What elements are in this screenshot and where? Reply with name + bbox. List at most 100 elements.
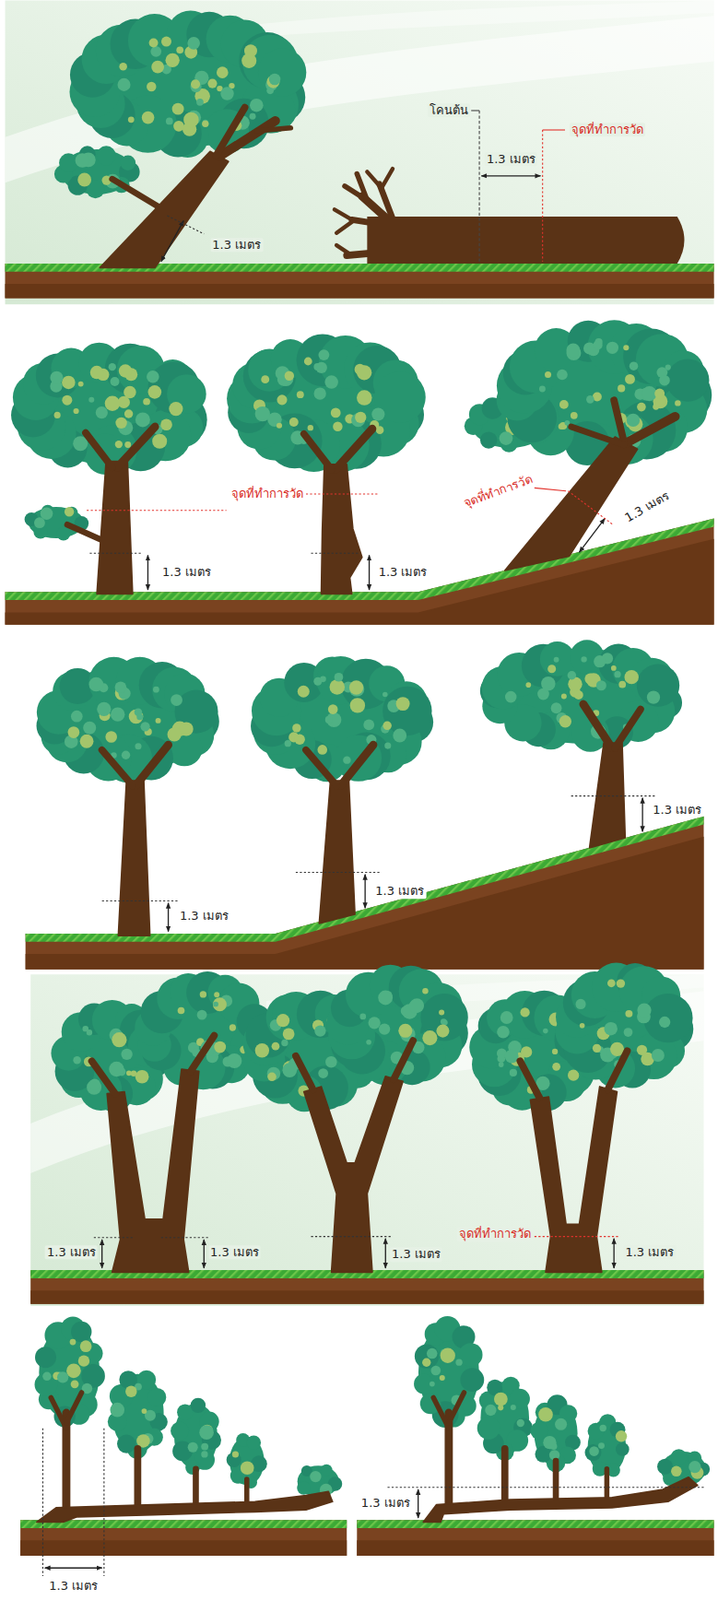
tree-canopy: [429, 1381, 436, 1388]
tree-canopy: [255, 406, 271, 422]
tree-canopy: [623, 1027, 634, 1037]
tree-canopy: [190, 1398, 206, 1413]
tree-canopy: [422, 1030, 437, 1046]
tree-canopy: [440, 1348, 456, 1364]
height-label: 1.3 เมตร: [376, 564, 430, 580]
tree-canopy: [284, 371, 295, 381]
height-label: 1.3 เมตร: [623, 1245, 676, 1260]
tree-canopy: [350, 697, 365, 713]
tree-canopy: [56, 527, 71, 542]
tree-canopy: [636, 663, 680, 707]
tree-canopy: [688, 1460, 701, 1473]
tree-canopy: [69, 11, 307, 158]
tree-canopy: [484, 1404, 496, 1416]
tree-canopy: [499, 431, 514, 446]
tree-canopy: [565, 342, 580, 357]
tree-branch: [335, 428, 373, 470]
tree-canopy: [317, 744, 328, 755]
tree-canopy: [282, 1027, 295, 1040]
tree-canopy: [617, 384, 625, 392]
tree-canopy: [296, 1481, 311, 1495]
tree-canopy: [255, 1043, 270, 1058]
tree-swollen-trunk: [226, 333, 426, 594]
tree-canopy: [130, 1071, 137, 1077]
tree-branch: [216, 107, 246, 156]
tree-canopy: [173, 120, 185, 132]
tree-canopy: [430, 1365, 441, 1377]
tree-canopy: [665, 364, 671, 371]
tree-canopy: [267, 1072, 277, 1083]
ground: [356, 1540, 714, 1556]
tree-canopy: [626, 413, 640, 427]
tree-canopy: [540, 641, 576, 677]
ground: [30, 1270, 704, 1305]
tree-canopy: [494, 1393, 505, 1403]
tree-canopy: [147, 1388, 166, 1407]
tree-canopy: [382, 692, 389, 698]
tree-trunk: [423, 1477, 698, 1523]
ground: [5, 263, 715, 299]
tree-canopy: [570, 411, 578, 420]
tree-canopy: [541, 676, 556, 692]
tree-canopy: [422, 1358, 431, 1367]
tree-branch: [85, 433, 113, 469]
tree-canopy: [556, 369, 568, 381]
tree-canopy: [616, 978, 625, 988]
tree-canopy: [115, 681, 128, 694]
tree-canopy: [469, 990, 601, 1111]
tree-canopy: [624, 1010, 633, 1018]
tree-branch: [192, 1469, 200, 1507]
height-guide-line: [310, 1235, 393, 1237]
ground: [5, 283, 715, 298]
tree-canopy: [212, 1001, 219, 1008]
tree-canopy: [313, 387, 326, 400]
ground: [20, 1519, 347, 1529]
tree-canopy: [330, 407, 342, 418]
tree-canopy: [66, 1364, 82, 1379]
tree-canopy: [151, 60, 165, 74]
tree-canopy: [579, 1023, 586, 1029]
tree-canopy: [519, 1007, 530, 1017]
tree-canopy: [168, 401, 183, 416]
tree-canopy: [398, 1024, 412, 1038]
tree-canopy: [111, 1032, 127, 1048]
tree-branch: [102, 750, 133, 787]
tree-canopy: [240, 1460, 255, 1475]
tree-canopy: [165, 53, 180, 68]
tree-canopy: [142, 398, 151, 406]
tree-canopy: [651, 1048, 665, 1062]
base-line: [479, 110, 481, 262]
tree-canopy: [674, 400, 681, 406]
tree-canopy: [559, 400, 569, 410]
tree-canopy: [384, 742, 391, 750]
tree-canopy: [611, 665, 617, 671]
measuring-point-label: จุดที่ทำการวัด: [569, 122, 646, 138]
tree-canopy: [24, 505, 90, 542]
dimension-arrow: [417, 1489, 419, 1519]
tree-trunk: [529, 1086, 617, 1272]
tree-canopy: [328, 704, 339, 715]
tree-canopy: [207, 79, 217, 89]
tree-canopy: [554, 1418, 567, 1431]
tree-canopy: [426, 1348, 438, 1360]
tree-canopy: [77, 173, 92, 188]
tree-canopy: [603, 1022, 617, 1036]
base-label: โคนต้น: [427, 103, 471, 118]
tree-canopy: [505, 691, 518, 704]
tree-canopy: [96, 145, 117, 165]
tree-canopy: [408, 1000, 423, 1014]
tree-canopy: [90, 365, 104, 379]
tree-canopy: [588, 1446, 600, 1457]
dimension-arrow: [641, 798, 643, 833]
tree-canopy: [68, 726, 81, 739]
tree-canopy: [593, 340, 603, 350]
tree-canopy: [124, 409, 133, 418]
tree-branch: [244, 1479, 250, 1505]
tree-canopy: [172, 103, 185, 116]
tree-canopy: [320, 1464, 333, 1477]
panel-background: [253, 0, 715, 37]
tree-canopy: [117, 1434, 136, 1453]
tree-canopy: [61, 376, 76, 390]
